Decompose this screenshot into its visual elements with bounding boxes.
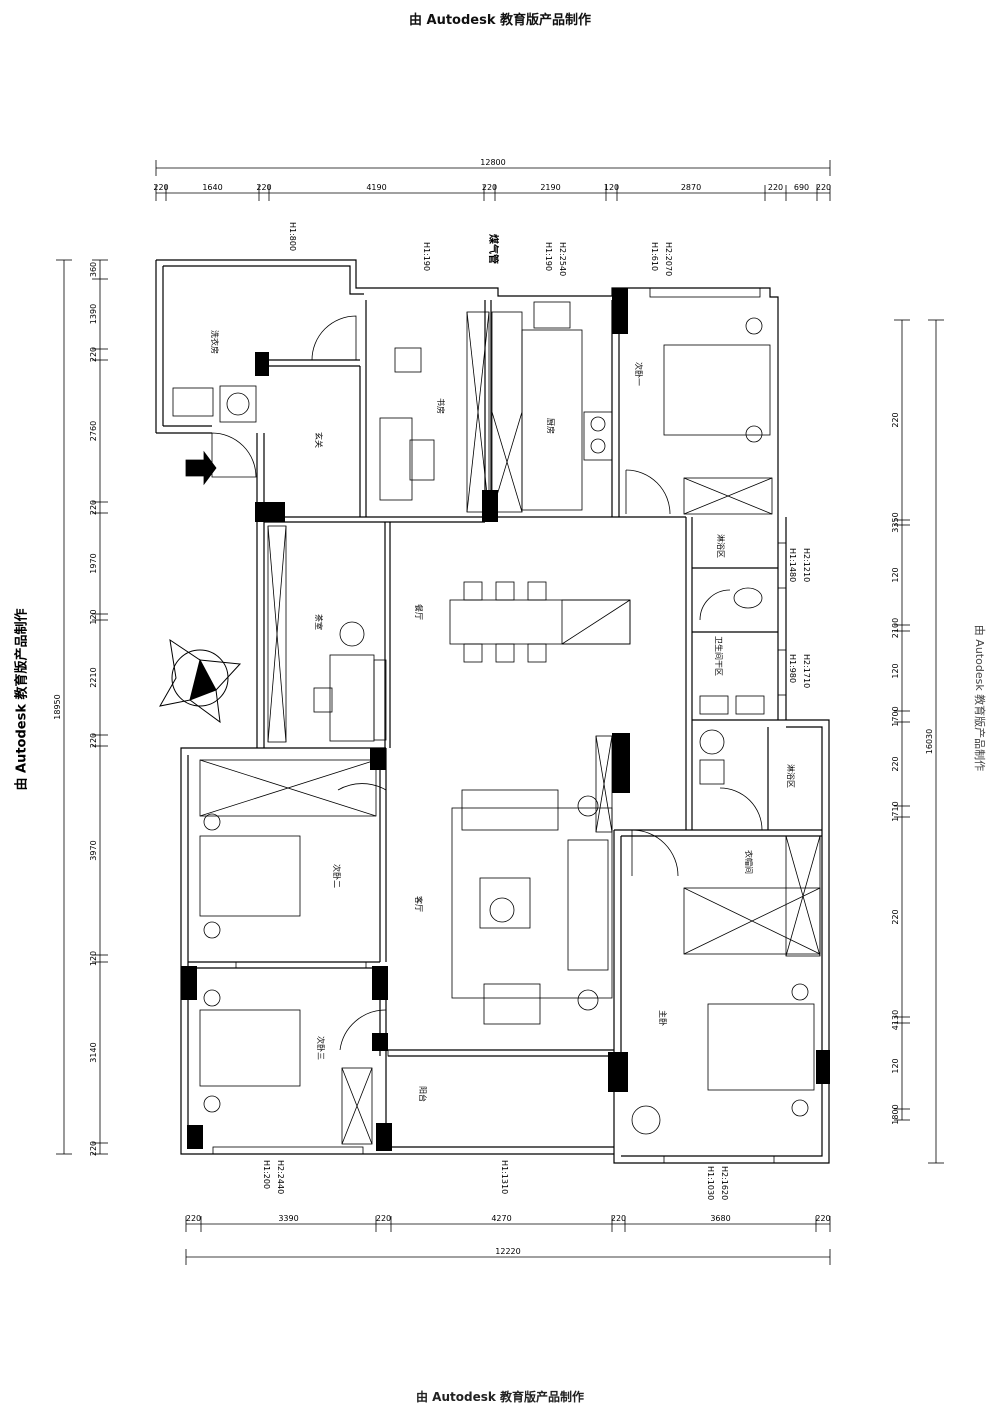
- room-label-master: 主卧: [658, 1010, 668, 1026]
- dim-bottom-seg-3: 4270: [491, 1214, 511, 1223]
- dimension-layer: 12800 220 1640 220 4190 220 2190 120 2870 220 690 2…: [53, 0, 944, 1265]
- dim-bottom-seg-2: 220: [376, 1214, 391, 1223]
- room-label-shower1: 淋浴区: [716, 534, 726, 558]
- room-label-entry: 玄关: [314, 432, 324, 448]
- dim-left-seg-12: 220: [89, 1141, 98, 1156]
- dim-top-seg-5: 2190: [540, 183, 560, 192]
- dim-right-seg-3: 2100: [891, 618, 900, 638]
- furniture: [172, 301, 821, 1145]
- tag-h2440: H2:2440: [276, 1160, 285, 1194]
- dim-left-seg-3: 2760: [89, 421, 98, 441]
- dim-left-seg-4: 220: [89, 500, 98, 515]
- dim-right-seg-0: 220: [891, 412, 900, 427]
- windows: [212, 287, 787, 1164]
- room-label-balcony: 阳台: [418, 1086, 428, 1102]
- dim-left-seg-8: 220: [89, 733, 98, 748]
- tag-gas-pipe: 煤气管: [487, 234, 500, 264]
- tag-h190a: H1:190: [422, 242, 431, 271]
- tag-h1620: H2:1620: [720, 1166, 729, 1200]
- dim-right-seg-7: 1710: [891, 801, 900, 821]
- height-tags: 煤气管 H1:800 H1:190 H2:2540 H1:190 H2:2070…: [262, 222, 811, 1200]
- room-label-shower2: 淋浴区: [786, 764, 796, 788]
- watermark-bottom: 由 Autodesk 教育版产品制作: [415, 1390, 585, 1404]
- dim-right-seg-9: 4130: [891, 1010, 900, 1030]
- dim-right-seg-4: 120: [891, 663, 900, 678]
- dim-top-total-0: 12800: [480, 158, 505, 167]
- doors: [211, 315, 763, 1051]
- tag-h980: H1:980: [788, 654, 797, 683]
- dim-left-seg-5: 1970: [89, 553, 98, 573]
- dim-top-seg-7: 2870: [681, 183, 701, 192]
- room-label-study: 书房: [436, 398, 446, 414]
- dim-right-seg-5: 1700: [891, 706, 900, 726]
- dim-top-seg-1: 1640: [202, 183, 222, 192]
- dim-right-seg-12: 220: [890, 0, 905, 2]
- room-label-living: 客厅: [414, 896, 424, 912]
- tag-h1310: H1:1310: [500, 1160, 509, 1194]
- room-label-tea: 茶室: [314, 614, 324, 630]
- tag-h800: H1:800: [288, 222, 297, 251]
- watermark-top: 由 Autodesk 教育版产品制作: [408, 13, 592, 28]
- dim-bottom-seg-6: 220: [815, 1214, 830, 1223]
- dim-top-seg-4: 220: [482, 183, 497, 192]
- dim-top-seg-2: 220: [256, 183, 271, 192]
- room-label-bedroom1: 次卧一: [634, 362, 644, 386]
- dim-bottom-seg-0: 220: [186, 1214, 201, 1223]
- dim-right-seg-10: 120: [891, 1058, 900, 1073]
- dim-top-seg-0: 220: [153, 183, 168, 192]
- dim-right-seg-1: 3350: [891, 512, 900, 532]
- tag-h1480: H1:1480: [788, 548, 797, 582]
- dim-right-total-0: 16030: [925, 729, 934, 754]
- dim-left-seg-9: 3970: [89, 840, 98, 860]
- compass-icon: [159, 638, 242, 724]
- room-label-washdry: 卫生间干区: [714, 636, 724, 676]
- room-label-bedroom2: 次卧二: [332, 864, 342, 888]
- tag-h1030: H1:1030: [706, 1166, 715, 1200]
- dim-top-seg-6: 120: [604, 183, 619, 192]
- dim-top-seg-9: 690: [794, 183, 809, 192]
- tag-h2070: H2:2070: [664, 242, 673, 276]
- tag-h190b: H1:190: [544, 242, 553, 271]
- dim-left-seg-6: 120: [89, 609, 98, 624]
- dim-bottom-total-0: 12220: [495, 1247, 520, 1256]
- room-label-kitchen: 厨房: [546, 418, 556, 434]
- dim-left-total-0: 18950: [53, 694, 62, 719]
- room-label-closet: 衣帽间: [744, 850, 754, 874]
- tag-h1210: H2:1210: [802, 548, 811, 582]
- dim-top-seg-10: 220: [816, 183, 831, 192]
- room-label-bedroom3: 次卧三: [316, 1036, 326, 1060]
- dim-left-seg-1: 1390: [89, 304, 98, 324]
- dim-right-seg-2: 120: [891, 567, 900, 582]
- room-label-dining: 餐厅: [414, 604, 423, 620]
- dim-right-seg-8: 220: [891, 909, 900, 924]
- dim-left-seg-2: 220: [89, 347, 98, 362]
- dim-right-seg-11: 1800: [891, 1104, 900, 1124]
- dim-bottom-seg-4: 220: [611, 1214, 626, 1223]
- dim-left-seg-11: 3140: [89, 1042, 98, 1062]
- room-label-laundry: 洗衣房: [210, 330, 220, 354]
- dim-top-seg-3: 4190: [366, 183, 386, 192]
- dim-left-seg-7: 2210: [89, 667, 98, 687]
- tag-h610: H1:610: [650, 242, 659, 271]
- dim-bottom-seg-5: 3680: [710, 1214, 730, 1223]
- tag-h1710: H2:1710: [802, 654, 811, 688]
- columns: [181, 288, 830, 1151]
- dim-left-seg-0: 360: [89, 262, 98, 277]
- dim-left-seg-10: 120: [89, 951, 98, 966]
- dim-top-seg-8: 220: [768, 183, 783, 192]
- tag-h2540: H2:2540: [558, 242, 567, 276]
- tag-h200: H1:200: [262, 1160, 271, 1189]
- dim-bottom-seg-1: 3390: [278, 1214, 298, 1223]
- dim-right-seg-6: 220: [891, 756, 900, 771]
- room-labels: 洗衣房 玄关 书房 厨房 次卧一 茶室 餐厅 淋浴区 卫生间干区 淋浴区 次卧二…: [210, 330, 796, 1102]
